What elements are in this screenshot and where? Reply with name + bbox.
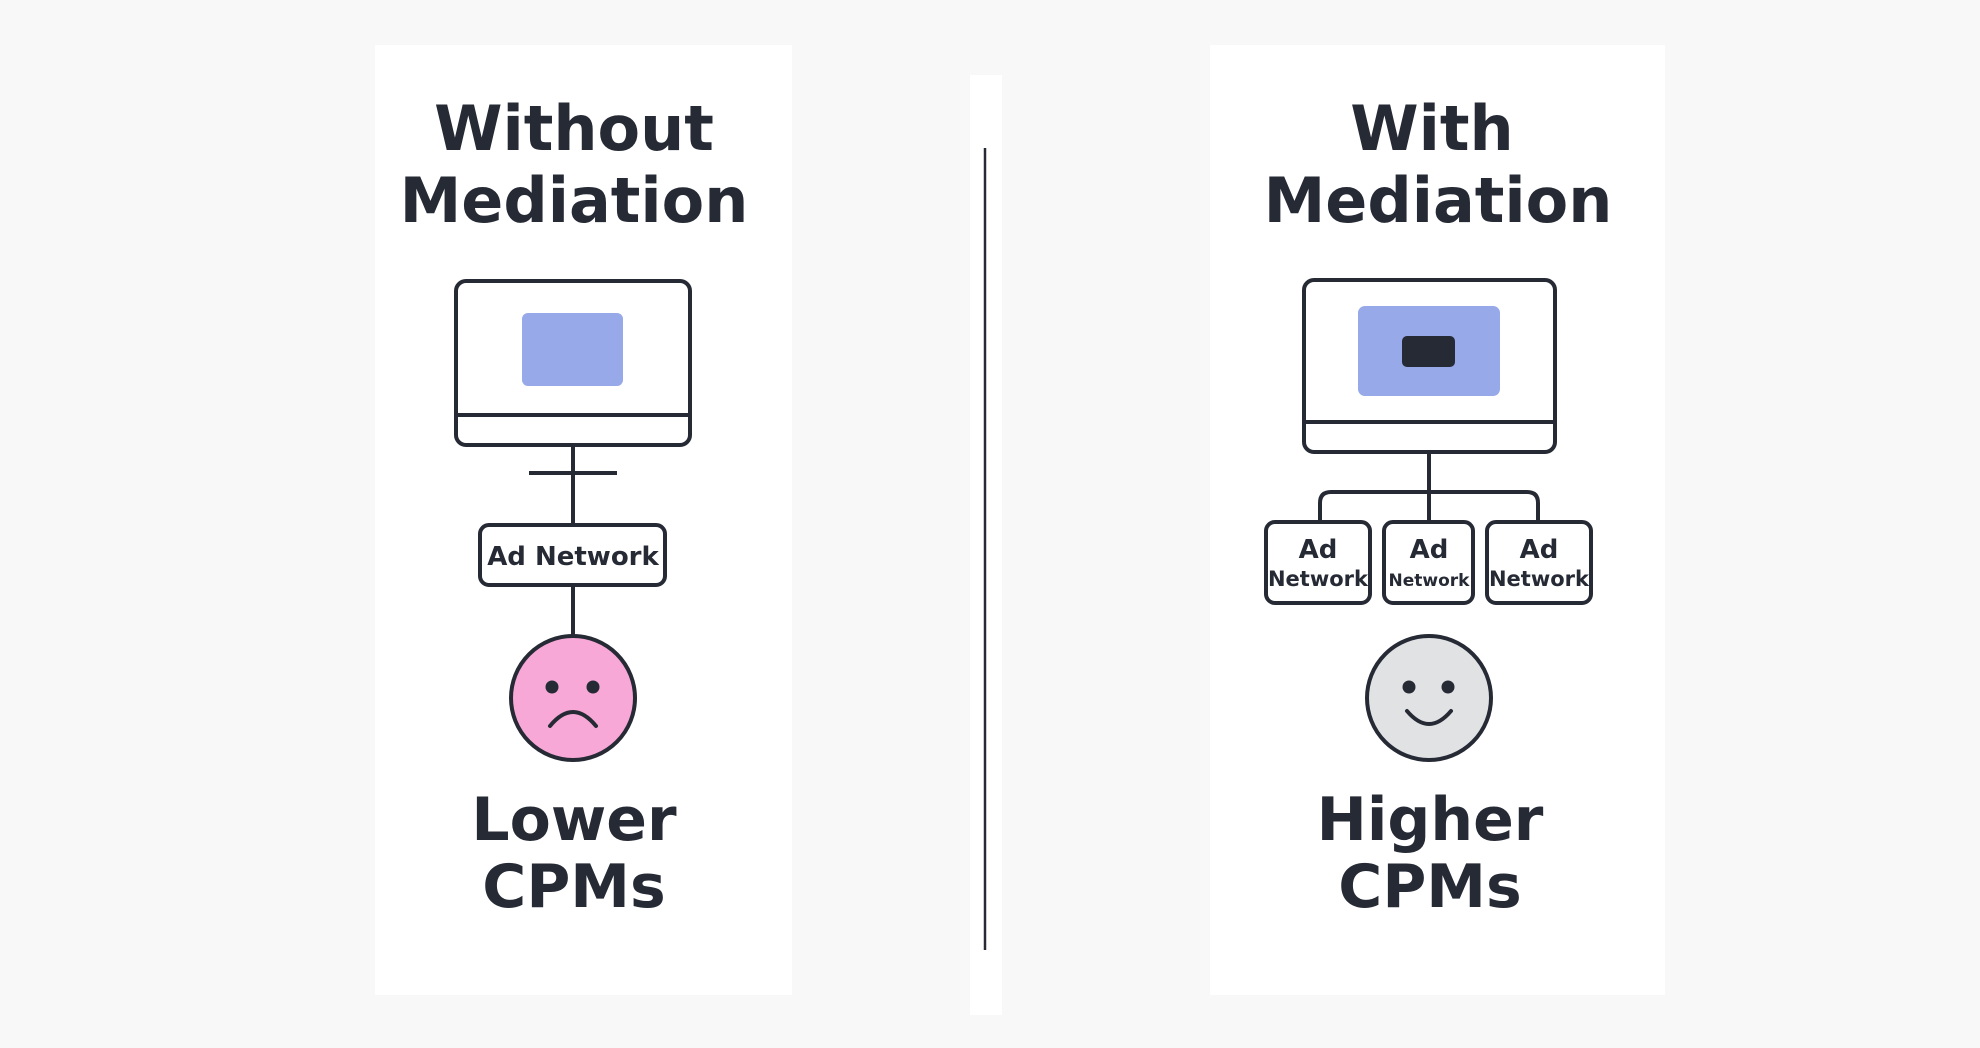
left-monitor-icon (454, 279, 692, 447)
left-title-line1: Without (434, 92, 714, 165)
right-connector (1318, 452, 1540, 522)
right-ad-network-3-line2: Network (1489, 567, 1590, 591)
left-outcome-line2: CPMs (482, 852, 665, 922)
right-outcome-line1: Higher (1317, 785, 1544, 855)
right-title-line2: Mediation (1264, 164, 1613, 237)
left-ad-network-label: Ad Network (487, 542, 659, 572)
right-monitor-icon (1302, 278, 1557, 454)
right-ad-network-box-3: Ad Network (1485, 520, 1593, 605)
left-connector (529, 445, 617, 637)
left-title-line2: Mediation (400, 164, 749, 237)
left-panel (375, 45, 792, 995)
right-ad-network-2-line1: Ad (1410, 535, 1449, 565)
right-ad-network-box-2: Ad Network (1382, 520, 1475, 605)
right-ad-network-3-line1: Ad (1520, 535, 1559, 565)
left-ad-placeholder (522, 313, 623, 386)
right-ad-content (1402, 336, 1455, 367)
left-outcome-line1: Lower (471, 785, 677, 855)
left-ad-network-box: Ad Network (478, 523, 667, 587)
right-ad-network-1-line1: Ad (1299, 535, 1338, 565)
right-title-line1: With (1350, 92, 1513, 165)
right-outcome-line2: CPMs (1338, 852, 1521, 922)
happy-face-icon (1365, 634, 1493, 762)
sad-face-icon (509, 634, 637, 762)
right-ad-network-box-1: Ad Network (1264, 520, 1372, 605)
right-ad-network-1-line2: Network (1268, 567, 1369, 591)
right-ad-network-2-line2: Network (1389, 571, 1471, 591)
